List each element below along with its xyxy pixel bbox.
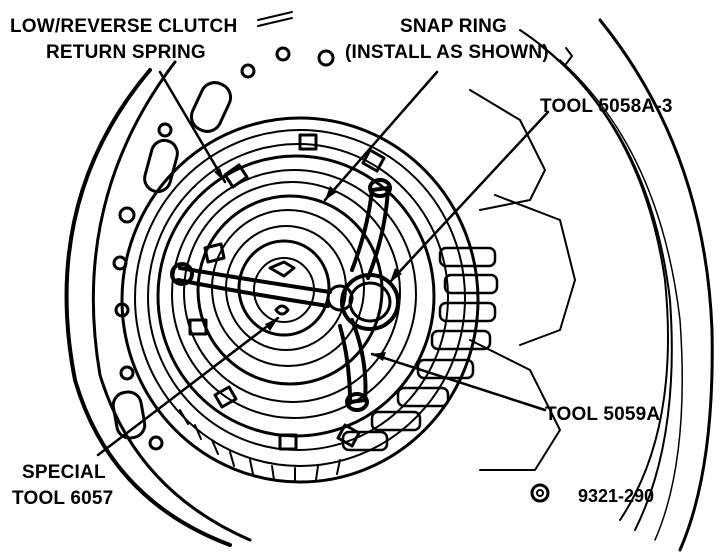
label-snap-ring-line1: SNAP RING (400, 16, 507, 37)
label-low-reverse-line2: RETURN SPRING (46, 42, 206, 63)
arrow-snap-ring (325, 186, 337, 200)
label-low-reverse-line1: LOW/REVERSE CLUTCH (10, 16, 237, 37)
arrow-tool-5058a3 (390, 268, 402, 282)
tool-6057-center-hub (268, 260, 400, 331)
leader-lines (96, 11, 573, 457)
case-bolt-holes (112, 46, 550, 503)
arrow-tool-5059a (372, 352, 386, 361)
callout-labels: LOW/REVERSE CLUTCH RETURN SPRING SNAP RI… (10, 16, 673, 509)
leader-tool-5059a (370, 352, 547, 412)
label-tool-5059a: TOOL 5059A (545, 404, 660, 425)
leader-snap-ring (323, 70, 439, 202)
tool-5058a3-drawing (170, 178, 392, 412)
label-special-tool-line1: SPECIAL (22, 462, 106, 483)
label-tool-5058a3: TOOL 5058A-3 (540, 96, 673, 117)
arrow-special-tool (265, 318, 278, 331)
transmission-case-drawing (64, 18, 714, 552)
label-special-tool-line2: TOOL 6057 (12, 488, 113, 509)
label-snap-ring-line2: (INSTALL AS SHOWN) (345, 42, 549, 63)
figure-number: 9321-290 (578, 486, 654, 506)
leader-tool-5058a3 (388, 110, 550, 284)
leader-low-reverse (158, 70, 227, 184)
arrow-low-reverse (214, 168, 225, 182)
leader-special-tool (96, 316, 280, 457)
